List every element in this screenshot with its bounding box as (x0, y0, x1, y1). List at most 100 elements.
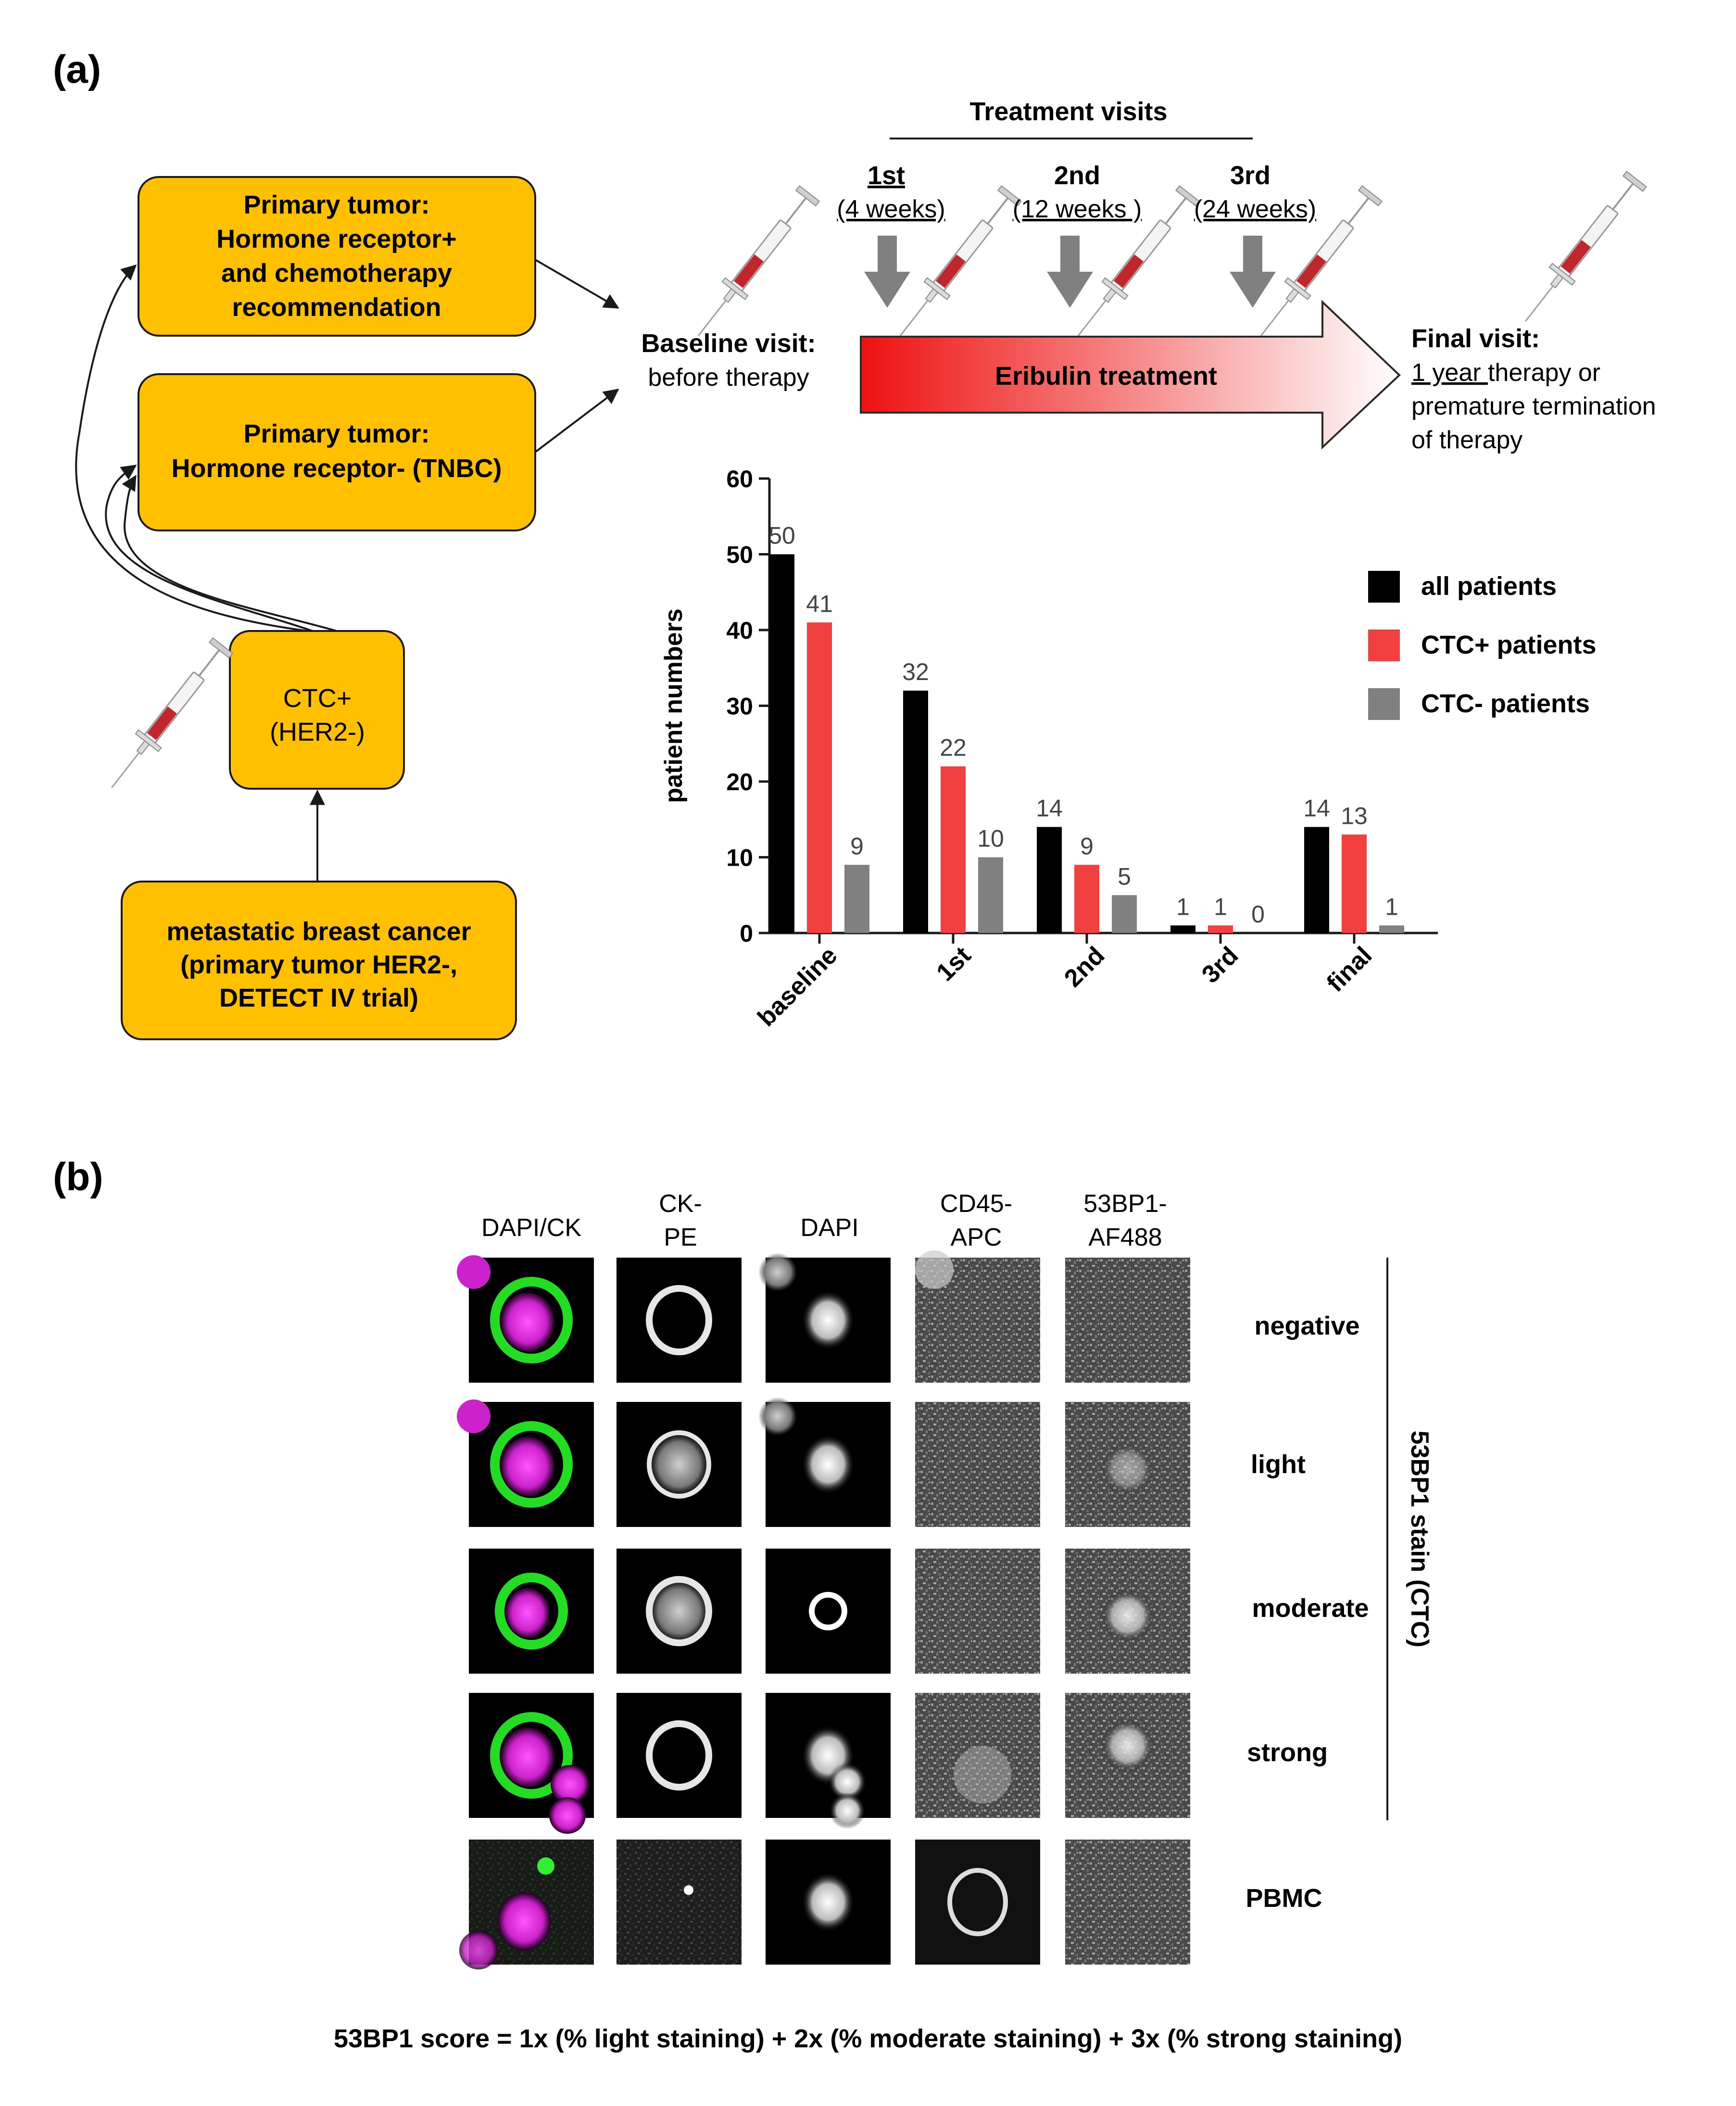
row-label: PBMC (1246, 1884, 1322, 1913)
visit-2: 2nd (12 weeks ) (1013, 161, 1142, 308)
bar (769, 554, 794, 933)
x-tick-label: final (1321, 941, 1378, 997)
box-hr-neg-line-1: Primary tumor: (243, 419, 429, 448)
visit-2-arrow (1047, 236, 1093, 308)
box-metastatic-breast-cancer: metastatic breast cancer (primary tumor … (121, 881, 517, 1040)
bar (978, 857, 1003, 933)
flow-arrows (75, 259, 619, 882)
column-header: PE (664, 1223, 697, 1251)
y-tick-label: 10 (726, 845, 753, 871)
column-header: 53BP1- (1083, 1190, 1167, 1218)
bar (1208, 925, 1233, 933)
legend-label: CTC+ patients (1421, 631, 1597, 659)
box-primary-tumor-hr-positive: Primary tumor: Hormone receptor+ and che… (138, 176, 536, 337)
final-visit-line-3: of therapy (1411, 426, 1522, 454)
panel-b-label: (b) (53, 1155, 103, 1199)
x-tick-label: 3rd (1196, 941, 1244, 988)
box-ctc-line-2: (HER2-) (270, 718, 365, 746)
syringe-icon-ctc (99, 635, 235, 798)
visit-2-name: 2nd (1054, 161, 1100, 190)
final-visit-line-1: 1 year therapy or (1411, 359, 1600, 387)
box-primary-tumor-hr-negative: Primary tumor: Hormone receptor- (TNBC) (138, 373, 536, 531)
micrograph-tile (915, 1402, 1040, 1527)
micrograph-tile (616, 1840, 742, 1965)
micrograph-tile (457, 1400, 594, 1527)
box-hr-pos-line-2: Hormone receptor+ (216, 225, 457, 253)
micrograph-tile (457, 1255, 594, 1383)
column-header: DAPI/CK (481, 1214, 581, 1242)
bar-value-label: 13 (1341, 802, 1368, 829)
bar-value-label: 10 (977, 825, 1004, 852)
baseline-visit-sub: before therapy (648, 364, 809, 391)
micrograph-tile (1065, 1549, 1190, 1674)
legend-label: all patients (1421, 572, 1557, 601)
bar (903, 691, 928, 933)
micrograph-tile (469, 1549, 594, 1674)
micrograph-tile (1065, 1693, 1190, 1818)
column-header: AF488 (1088, 1223, 1162, 1251)
row-label: strong (1247, 1738, 1328, 1767)
column-header: APC (951, 1223, 1002, 1251)
visit-1-arrow (864, 236, 910, 308)
final-visit-line-2: premature termination (1411, 392, 1656, 420)
micrograph-tile (915, 1693, 1040, 1818)
bar-value-label: 50 (768, 522, 795, 549)
x-tick-label: baseline (752, 941, 843, 1032)
stain-bracket-label: 53BP1 stain (CTC) (1406, 1431, 1434, 1648)
micrograph-tile (1065, 1402, 1190, 1527)
micrograph-tile (459, 1840, 594, 1969)
syringe-icon-baseline (686, 183, 822, 346)
micrograph-tile (915, 1840, 1040, 1965)
baseline-visit-title: Baseline visit: (641, 329, 816, 358)
visit-3-arrow (1230, 236, 1276, 308)
bar (1112, 895, 1137, 933)
visit-3: 3rd (24 weeks) (1194, 161, 1316, 308)
eribulin-treatment-arrow (860, 300, 1401, 450)
bar-value-label: 1 (1385, 893, 1398, 920)
row-label: light (1251, 1450, 1306, 1479)
bar-value-label: 41 (806, 590, 833, 617)
bar (807, 622, 832, 933)
bar (1304, 827, 1329, 933)
x-tick-label: 1st (931, 941, 976, 986)
treatment-visits-title: Treatment visits (969, 97, 1167, 126)
column-header: CK- (659, 1190, 702, 1218)
bar (1074, 865, 1099, 933)
box-hr-pos-line-4: recommendation (232, 293, 441, 322)
box-ctc-line-1: CTC+ (283, 684, 352, 713)
visit-3-name: 3rd (1230, 161, 1271, 190)
y-tick-label: 0 (740, 920, 753, 947)
box-hr-neg-line-2: Hormone receptor- (TNBC) (171, 454, 502, 483)
visit-1-weeks: (4 weeks) (837, 195, 945, 223)
bar (1170, 925, 1195, 933)
box-mbc-line-2: (primary tumor HER2-, (180, 950, 457, 979)
micrograph-tile (616, 1693, 742, 1818)
box-hr-pos-line-3: and chemotherapy (221, 259, 452, 288)
bar-value-label: 0 (1251, 901, 1265, 928)
micrograph-tile (915, 1549, 1040, 1674)
legend-swatch (1368, 688, 1400, 720)
y-axis-label: patient numbers (660, 608, 688, 803)
bar-value-label: 9 (1080, 832, 1094, 859)
bar-value-label: 5 (1118, 863, 1131, 890)
box-mbc-line-1: metastatic breast cancer (166, 917, 471, 946)
final-visit-line-1-rest: therapy or (1488, 359, 1600, 387)
row-label: negative (1254, 1312, 1359, 1340)
syringe-icon-final (1513, 169, 1649, 331)
legend-label: CTC- patients (1421, 689, 1590, 718)
micrograph-tile (915, 1250, 1040, 1383)
microscopy-grid (457, 1250, 1190, 1969)
bar (1342, 834, 1367, 933)
bar-value-label: 14 (1303, 795, 1330, 822)
legend-swatch (1368, 571, 1400, 603)
bar-value-label: 14 (1036, 795, 1063, 822)
micrograph-tile (758, 1253, 891, 1383)
y-tick-label: 30 (726, 693, 753, 720)
y-tick-label: 40 (726, 617, 753, 644)
micrograph-tile (616, 1549, 742, 1674)
y-tick-label: 60 (726, 466, 753, 492)
box-ctc-positive: CTC+ (HER2-) (229, 630, 405, 790)
bar-value-label: 9 (850, 832, 864, 859)
